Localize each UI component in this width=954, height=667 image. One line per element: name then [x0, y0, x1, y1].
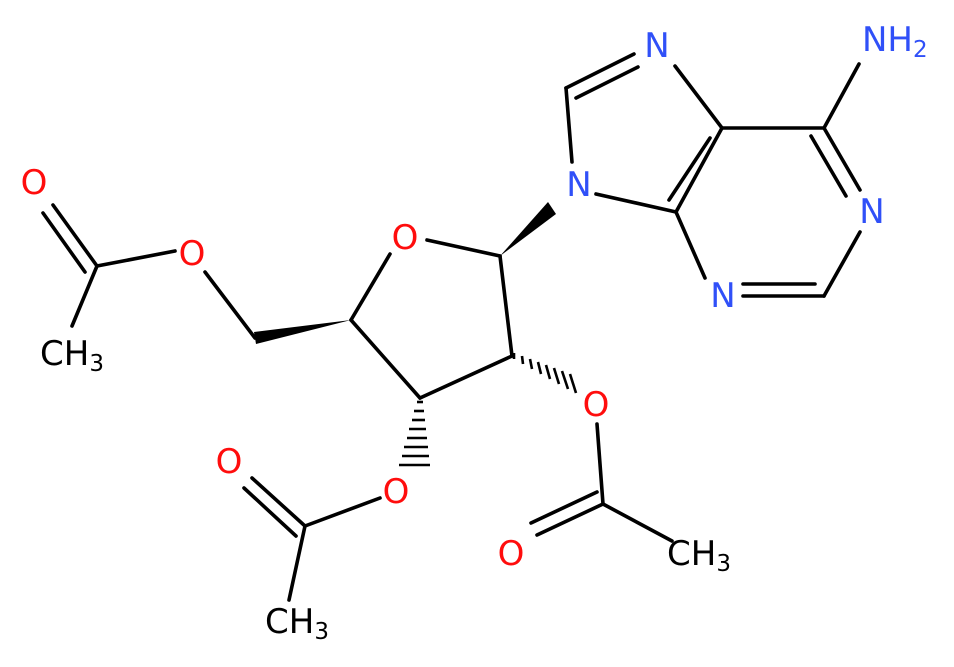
- atom-ring-oxygen: O: [392, 218, 419, 258]
- atom-ester5-methyl: CH3: [40, 334, 104, 377]
- bond-carbonyl2-methyl: [601, 502, 674, 543]
- bond-c4-c3: [349, 318, 422, 400]
- bond-c5-o5: [203, 270, 257, 340]
- amine-main: NH: [862, 20, 913, 60]
- bond-c3-c2: [418, 354, 514, 400]
- wedge-c1-n9: [500, 202, 556, 256]
- bond-c8-n7-a: [564, 52, 636, 90]
- ester2-methyl-subscript: 3: [716, 551, 731, 577]
- ester2-methyl-main: CH: [667, 534, 716, 574]
- atom-ester3-carbonyl-oxygen: O: [216, 442, 243, 482]
- amine-subscript: 2: [913, 37, 928, 63]
- bond-carbonyl3-methyl: [287, 524, 307, 602]
- bond-carbonyl5-o-a: [51, 203, 99, 268]
- atom-ester2-carbonyl-oxygen: O: [498, 534, 525, 574]
- bond-carbonyl5-methyl: [70, 264, 99, 328]
- bond-c6-n1-b: [809, 134, 848, 198]
- atom-ester2-oxygen: O: [583, 385, 610, 425]
- wedge-c4-c5: [254, 320, 351, 344]
- bond-o3-carbonyl: [303, 496, 382, 528]
- atom-ester2-methyl: CH3: [667, 534, 731, 577]
- hash-c3-o3: [399, 400, 430, 467]
- bond-c2-c1: [498, 254, 514, 358]
- bond-o5-carbonyl: [95, 249, 177, 268]
- atom-n9: N: [566, 165, 591, 205]
- atom-n3: N: [710, 276, 735, 316]
- bond-carbonyl2-o-b: [529, 490, 599, 525]
- ester3-methyl-main: CH: [265, 602, 314, 642]
- bond-n1-c2: [822, 230, 862, 298]
- bond-o2-carbonyl: [595, 422, 605, 506]
- atom-n1: N: [859, 192, 884, 232]
- atom-amine: NH2: [862, 20, 928, 63]
- bond-n9-c8: [564, 86, 574, 164]
- bond-ring-o-c4: [349, 252, 392, 322]
- bond-c1-ring-o: [425, 238, 502, 258]
- bond-c6-nh2: [822, 62, 861, 130]
- bond-c8-n7-b: [574, 65, 640, 100]
- ester3-methyl-subscript: 3: [314, 619, 329, 645]
- ester5-methyl-main: CH: [40, 334, 89, 374]
- bond-c5-c4: [674, 126, 724, 214]
- atom-ester3-methyl: CH3: [265, 602, 329, 645]
- atom-ester5-oxygen: O: [179, 234, 206, 274]
- ester5-methyl-subscript: 3: [89, 351, 104, 377]
- atom-labels: O N N N N NH2 O O CH3 O O CH3 O O CH3: [21, 20, 928, 645]
- bond-n3-c4: [674, 210, 707, 280]
- bonds: [41, 52, 862, 602]
- atom-ester3-oxygen: O: [383, 472, 410, 512]
- bond-c6-n1-a: [822, 126, 862, 192]
- bond-carbonyl5-o-b: [41, 211, 87, 274]
- hash-c2-o2: [512, 353, 578, 394]
- bond-c4-n9: [594, 192, 678, 214]
- atom-ester5-carbonyl-oxygen: O: [21, 163, 48, 203]
- bond-n7-c5: [673, 64, 724, 130]
- bond-c5-c4-inner: [667, 136, 712, 202]
- bond-carbonyl2-o-a: [535, 502, 605, 537]
- atom-n7: N: [644, 26, 669, 66]
- bond-carbonyl3-o-b: [242, 486, 298, 538]
- bond-carbonyl3-o-a: [250, 476, 307, 528]
